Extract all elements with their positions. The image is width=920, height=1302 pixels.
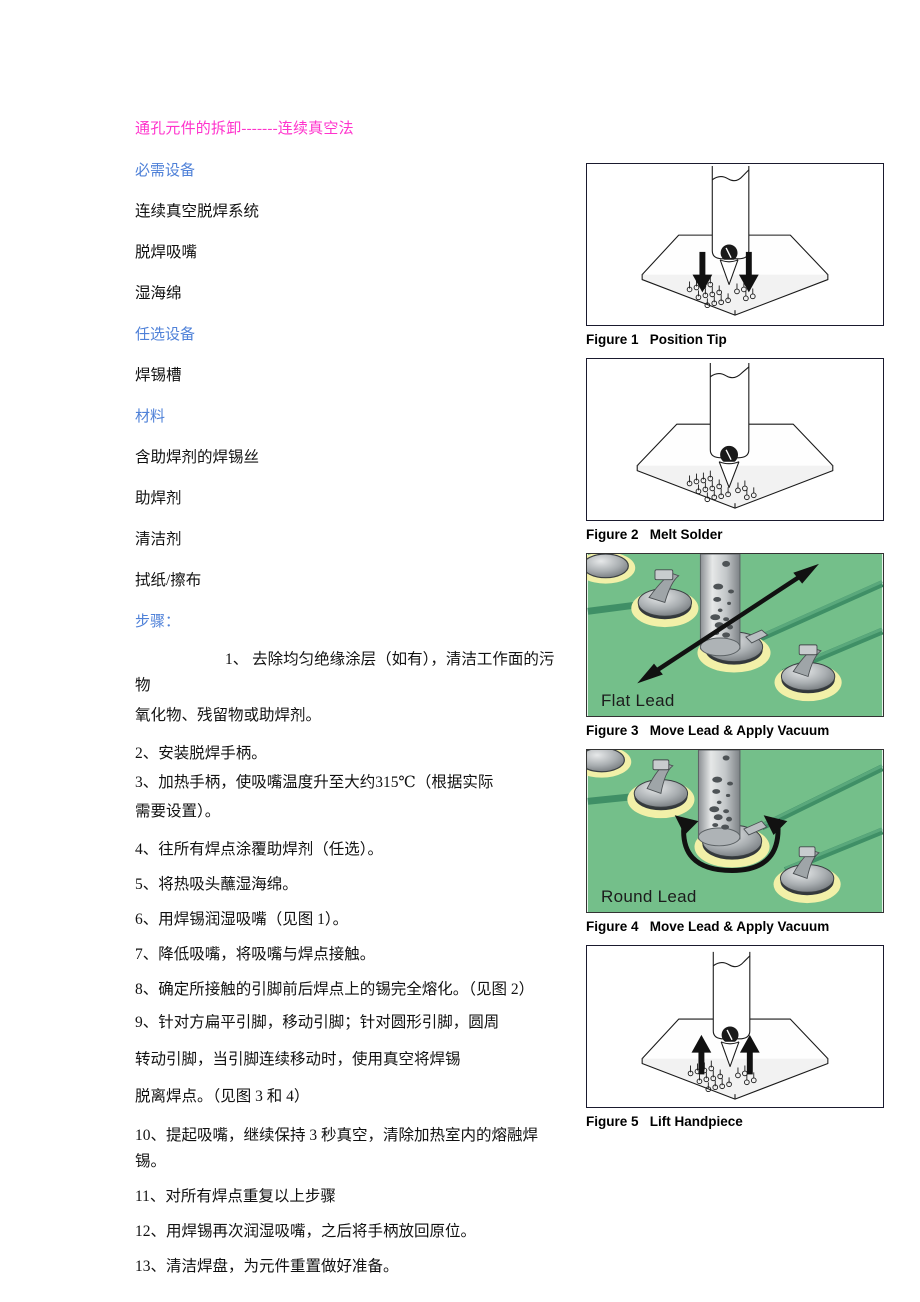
figure-3-lead-label: Flat Lead	[601, 691, 675, 710]
down-arrow	[692, 251, 759, 293]
materials-item: 助焊剂	[135, 490, 182, 507]
figure-2-block: Figure 2 Melt Solder	[586, 358, 886, 545]
figure-4-image: Round Lead	[586, 749, 884, 913]
required-equipment-item: 湿海绵	[135, 285, 182, 302]
heading-materials: 材料	[135, 409, 166, 425]
figure-2-image	[586, 358, 884, 521]
figure-3-block: Flat Lead Figure 3 Move Lead & Apply Vac…	[586, 553, 886, 741]
step-item-continuation: 氧化物、残留物或助焊剂。	[135, 707, 322, 724]
step-item: 4、往所有焊点涂覆助焊剂（任选）。	[135, 841, 384, 858]
step-item: 6、用焊锡润湿吸嘴（见图 1）。	[135, 911, 349, 928]
figure-5-image	[586, 945, 884, 1108]
figure-3-caption: Figure 3 Move Lead & Apply Vacuum	[586, 723, 830, 738]
step-item-continuation: 转动引脚，当引脚连续移动时，使用真空将焊锡	[135, 1051, 461, 1068]
figure-4-block: Round Lead Figure 4 Move Lead & Apply Va…	[586, 749, 886, 937]
heading-required-equipment: 必需设备	[135, 163, 196, 179]
materials-item: 拭纸/擦布	[135, 572, 202, 589]
step-item: 3、加热手柄，使吸嘴温度升至大约315℃（根据实际	[135, 774, 494, 791]
figure-3-image: Flat Lead	[586, 553, 884, 717]
up-arrow	[691, 1034, 760, 1075]
step-item: 2、安装脱焊手柄。	[135, 745, 267, 762]
figure-1-caption: Figure 1 Position Tip	[586, 332, 727, 347]
step-item: 7、降低吸嘴，将吸嘴与焊点接触。	[135, 946, 376, 963]
step-item-continuation: 需要设置）。	[135, 803, 221, 820]
rotation-arrow	[681, 818, 781, 873]
step-item: 1、 去除均匀绝缘涂层（如有），清洁工作面的污物	[135, 651, 555, 694]
document-text-column: 通孔元件的拆卸-------连续真空法 必需设备 连续真空脱焊系统 脱焊吸嘴 湿…	[135, 118, 565, 1289]
rotation-arrow-heads	[674, 815, 788, 835]
step-item: 8、确定所接触的引脚前后焊点上的锡完全熔化。（见图 2）	[135, 981, 535, 998]
figure-2-caption: Figure 2 Melt Solder	[586, 527, 723, 542]
figure-1-image	[586, 163, 884, 326]
figure-column: Figure 1 Position Tip	[586, 163, 886, 1140]
step-item: 10、提起吸嘴，继续保持 3 秒真空，清除加热室内的熔融焊锡。	[135, 1127, 539, 1170]
materials-item: 含助焊剂的焊锡丝	[135, 449, 260, 466]
step-item: 13、清洁焊盘，为元件重置做好准备。	[135, 1258, 399, 1275]
figure-4-caption: Figure 4 Move Lead & Apply Vacuum	[586, 919, 830, 934]
materials-item: 清洁剂	[135, 531, 182, 548]
step-item: 9、针对方扁平引脚，移动引脚；针对圆形引脚，圆周	[135, 1014, 500, 1031]
optional-equipment-item: 焊锡槽	[135, 367, 182, 384]
double-headed-arrow	[637, 563, 819, 684]
heading-steps: 步骤：	[135, 614, 181, 630]
figure-5-block: Figure 5 Lift Handpiece	[586, 945, 886, 1132]
figure-1-block: Figure 1 Position Tip	[586, 163, 886, 350]
figure-5-caption: Figure 5 Lift Handpiece	[586, 1114, 743, 1129]
page-title: 通孔元件的拆卸-------连续真空法	[135, 121, 354, 137]
heading-optional-equipment: 任选设备	[135, 327, 196, 343]
step-item: 11、对所有焊点重复以上步骤	[135, 1188, 336, 1205]
step-item: 12、用焊锡再次润湿吸嘴，之后将手柄放回原位。	[135, 1223, 477, 1240]
step-item-continuation: 脱离焊点。（见图 3 和 4）	[135, 1088, 310, 1105]
step-item: 5、将热吸头蘸湿海绵。	[135, 876, 298, 893]
figure-4-lead-label: Round Lead	[601, 887, 697, 906]
required-equipment-item: 连续真空脱焊系统	[135, 203, 260, 220]
required-equipment-item: 脱焊吸嘴	[135, 244, 198, 261]
